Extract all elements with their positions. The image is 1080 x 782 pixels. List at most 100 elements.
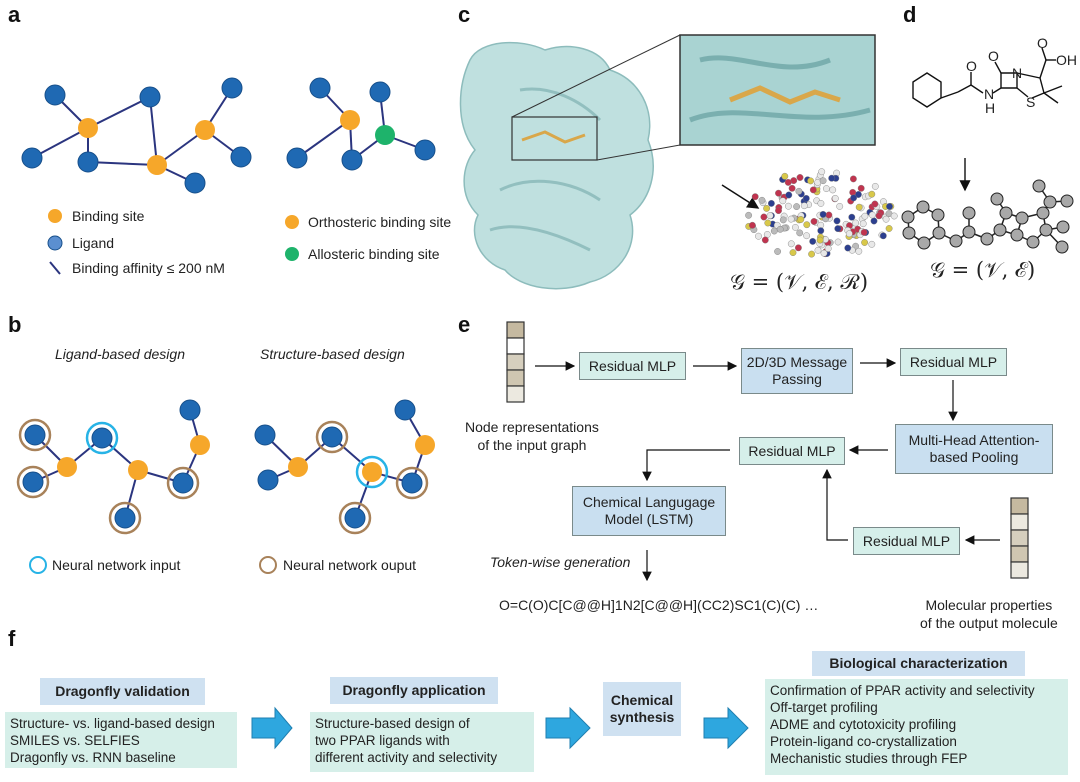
validation-header: Dragonfly validation [40,678,205,705]
nn-output-icon [259,556,277,574]
atom-node [857,184,865,192]
atom-node [859,220,867,228]
binding-site-node [78,118,98,138]
atom-node [829,186,837,194]
synthesis-box: Chemical synthesis [603,682,681,736]
atom-node [834,238,842,246]
token-wise-label: Token-wise generation [490,554,631,570]
characterization-header: Biological characterization [812,651,1025,676]
atom-node [1036,206,1050,220]
edge [149,96,158,166]
nn-output-ring [166,466,200,500]
atom-node [932,226,946,240]
list-item: Mechanistic studies through FEP [770,751,968,766]
atom-node [775,189,782,197]
atom-node [916,200,930,214]
atom-node [871,182,879,190]
atom-node [833,217,841,225]
atom-node [816,236,824,244]
binding-site-node [128,460,148,480]
ligand-node [414,139,436,161]
vector-cell [1010,497,1029,515]
generated-smiles: O=C(O)C[C@@H]1N2[C@@H](CC2)SC1(C)(C) … [499,597,819,613]
residual-mlp-box: Residual MLP [579,352,686,380]
atom-node [875,212,883,220]
atom-node [868,240,876,248]
ligand-node [321,426,343,448]
atom-node [931,208,945,222]
atom-node [1043,195,1057,209]
chemical-language-model-box: Chemical Langugage Model (LSTM) [572,486,726,536]
atom-node [855,203,863,211]
atom-node [823,185,830,193]
atom-node [776,225,784,233]
binding-site-node [190,435,210,455]
nn-output-ring [108,501,142,535]
atom-node [962,206,976,220]
atom-node [807,177,814,185]
feature-vectors [506,321,1029,579]
orthosteric-icon [285,215,299,229]
legend-ligand: Ligand [72,235,115,251]
message-passing-box: 2D/3D Message Passing [741,348,853,394]
atom-node [764,219,772,227]
penicillin-structure [912,47,1063,192]
ligand-node [254,424,276,446]
atom-node [850,175,857,183]
atom-node [868,190,876,198]
atom-node [785,191,793,199]
list-item: Protein-ligand co-crystallization [770,734,957,749]
list-item: different activity and selectivity [315,750,498,765]
atom-node [834,225,842,233]
atom-node [768,199,775,207]
input-graph-caption: Node representations of the input graph [465,418,599,454]
ligand-node [309,77,331,99]
atom-node [861,212,869,220]
edge [87,96,151,129]
atom-node [788,184,796,192]
atom-node [795,244,802,252]
atom-node [1039,223,1053,237]
atom-node [818,168,826,176]
atom-node [774,248,781,255]
atom-node [758,196,766,204]
ligand-node [21,147,43,169]
legend-nn-input: Neural network input [52,557,181,573]
structure-based-title: Structure-based design [260,346,405,362]
application-list: Structure-based design of two PPAR ligan… [310,712,534,772]
atom-S: S [1026,94,1036,110]
legend-binding-site: Binding site [72,208,145,224]
atom-node [990,192,1004,206]
panel-label-b: b [8,312,22,337]
atom-node [1032,179,1046,193]
nn-input-icon [29,556,47,574]
protein-surface [459,34,876,290]
vector-cell [506,369,525,387]
panel-label-d: d [903,2,917,27]
atom-N: N [1012,65,1023,81]
atom-node [1010,228,1024,242]
ligand-node [184,172,206,194]
atom-node [779,197,787,205]
nn-output-ring [395,466,429,500]
ligand-node [344,507,366,529]
list-item: SMILES vs. SELFIES [10,733,140,748]
caption-line: Molecular properties [925,597,1053,613]
atom-node [820,249,828,257]
atom-node [819,210,827,218]
atom-node [775,207,782,215]
protein-graph-formula: 𝒢 = (𝒱, ℰ, ℛ) [730,270,869,294]
validation-list: Structure- vs. ligand-based design SMILE… [5,712,237,768]
legend-allosteric: Allosteric binding site [308,246,440,262]
list-item: Confirmation of PPAR activity and select… [770,683,1035,698]
atom-node [962,225,976,239]
atom-node [803,232,810,240]
atom-node [785,202,792,210]
application-header: Dragonfly application [330,677,498,704]
atom-node [980,232,994,246]
atom-node [993,223,1007,237]
binding-site-node [362,462,382,482]
atom-node [1055,240,1069,254]
